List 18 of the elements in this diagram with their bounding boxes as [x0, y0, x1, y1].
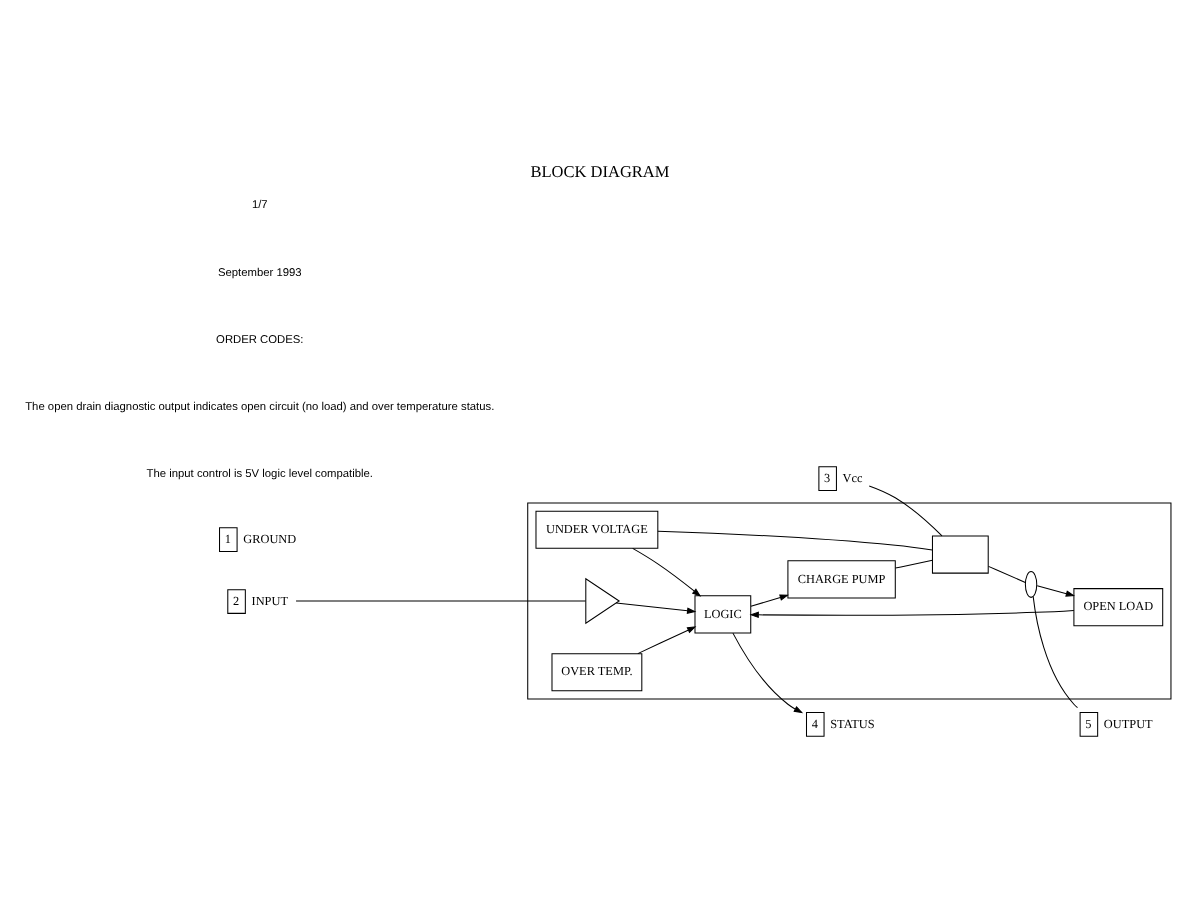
arrow — [749, 609, 1075, 619]
diagram-title: BLOCK DIAGRAM — [530, 163, 670, 182]
node-triangle — [585, 577, 621, 625]
connector — [988, 565, 1026, 583]
arrow — [732, 632, 804, 714]
connector — [295, 600, 587, 602]
arrow — [615, 602, 697, 614]
connector — [868, 485, 943, 537]
cluster — [527, 502, 1172, 700]
arrow — [632, 547, 702, 597]
connector — [1032, 596, 1078, 709]
arrow — [637, 626, 697, 655]
node-box — [931, 535, 989, 574]
connector — [657, 530, 933, 551]
connector — [895, 559, 933, 569]
arrow — [750, 594, 789, 607]
node-ellipse — [1024, 571, 1038, 598]
arrow — [1036, 585, 1076, 597]
